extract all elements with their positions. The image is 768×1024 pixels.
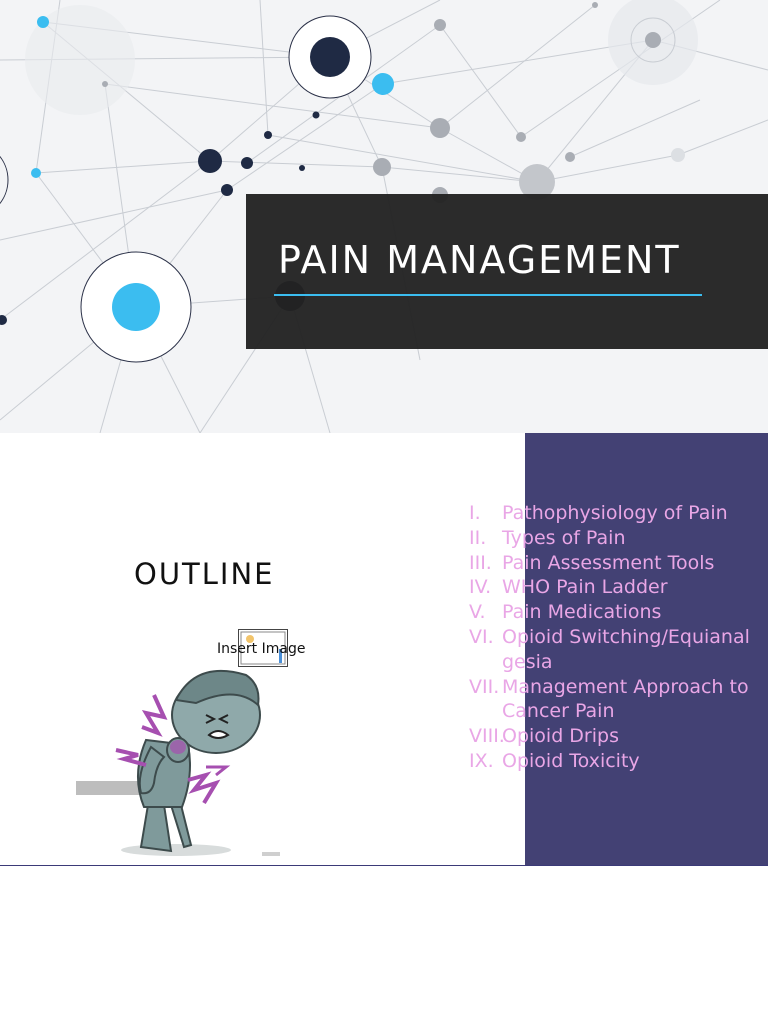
outline-item-text: Opioid Switching/Equianalgesia [502, 625, 750, 673]
title-banner: PAIN MANAGEMENT [246, 194, 768, 349]
outline-slide: OUTLINE Insert Image I.Path [0, 433, 768, 866]
outline-list: I. Pathophysiology of Pain II. Types of Pa… [469, 501, 759, 774]
image-placeholder-icon [238, 629, 288, 667]
outline-item: II. Types of Pain [469, 526, 759, 551]
outline-item-text: Management Approach to Cancer Pain [502, 675, 749, 723]
outline-item-number: VI. [469, 625, 494, 648]
outline-item-number: II. [469, 526, 487, 549]
outline-item: VIII.Opioid Drips [469, 724, 759, 749]
insert-image-label: Insert Image [217, 641, 306, 657]
network-background-graphic [0, 0, 768, 433]
outline-item-number: VIII. [469, 725, 505, 748]
outline-item-number: IV. [469, 576, 492, 599]
slide-title: PAIN MANAGEMENT [278, 238, 681, 282]
outline-item: III. Pain Assessment Tools [469, 551, 759, 576]
outline-item: VI. Opioid Switching/Equianalgesia [469, 625, 759, 675]
outline-heading: OUTLINE [134, 557, 275, 591]
outline-sidebar-panel [525, 433, 768, 865]
outline-item: VII.Management Approach to Cancer Pain [469, 675, 759, 725]
outline-item-number: VII. [469, 675, 500, 698]
outline-item: I. Pathophysiology of Pain [469, 501, 759, 526]
outline-item-text: Pain Medications [502, 601, 662, 624]
outline-item-text: Opioid Toxicity [502, 749, 640, 772]
outline-item: IX. Opioid Toxicity [469, 749, 759, 774]
outline-item: IV. WHO Pain Ladder [469, 575, 759, 600]
outline-item-text: Types of Pain [502, 526, 626, 549]
outline-item-number: III. [469, 551, 492, 574]
outline-item-number: I. [469, 502, 481, 524]
outline-item-number: V. [469, 601, 486, 624]
outline-item-number: IX. [469, 749, 494, 772]
title-slide: PAIN MANAGEMENT [0, 0, 768, 433]
outline-item: V. Pain Medications [469, 600, 759, 625]
outline-item-text: Pathophysiology of Pain [502, 502, 728, 524]
outline-item-text: WHO Pain Ladder [502, 576, 668, 599]
outline-item-text: Opioid Drips [502, 725, 619, 748]
person-in-pain-illustration [76, 669, 280, 856]
title-underline [274, 294, 702, 296]
outline-item-text: Pain Assessment Tools [502, 551, 715, 574]
